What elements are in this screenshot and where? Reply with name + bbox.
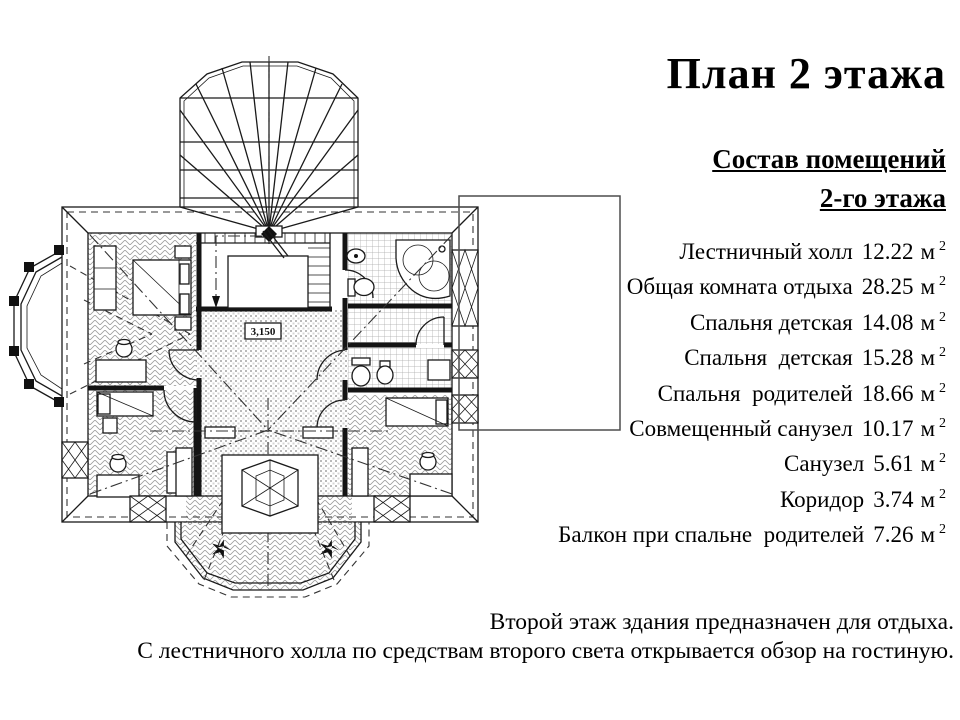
stair-direction-arrow bbox=[212, 296, 220, 308]
room-area: 28.25 bbox=[861, 274, 914, 300]
window-symbol bbox=[451, 394, 479, 424]
area-superscript: 2 bbox=[939, 274, 946, 290]
room-area: 10.17 bbox=[861, 416, 914, 442]
interior-walls bbox=[88, 233, 452, 496]
area-superscript: 2 bbox=[939, 345, 946, 361]
shelf bbox=[204, 426, 236, 439]
description-text: Второй этаж здания предназначен для отды… bbox=[9, 608, 954, 665]
area-unit: м bbox=[920, 274, 935, 300]
description-line2: С лестничного холла по средствам второго… bbox=[137, 637, 954, 664]
rooms-heading-line1: Состав помещений bbox=[712, 144, 946, 174]
area-unit: м bbox=[920, 522, 935, 548]
window-symbol bbox=[373, 495, 411, 523]
room-name: Коридор bbox=[779, 486, 865, 512]
room-area: 12.22 bbox=[861, 239, 914, 264]
room-area: 5.61 bbox=[873, 451, 914, 477]
room-name: Спальня детская bbox=[689, 309, 853, 335]
pier bbox=[175, 447, 193, 497]
room-name: Общая комната отдыха bbox=[626, 274, 853, 300]
area-superscript: 2 bbox=[939, 309, 946, 325]
empty-frame bbox=[458, 195, 621, 431]
window-symbol bbox=[129, 495, 167, 523]
room-name: Балкон при спальне родителей bbox=[558, 522, 865, 548]
room-area: 7.26 bbox=[873, 522, 914, 548]
skylight-void bbox=[221, 454, 319, 534]
pier bbox=[351, 447, 369, 497]
area-unit: м bbox=[920, 345, 935, 371]
level-mark: 3,150 bbox=[244, 322, 282, 340]
room-area: 15.28 bbox=[861, 345, 914, 371]
area-superscript: 2 bbox=[939, 486, 946, 502]
level-mark-label: 3,150 bbox=[251, 326, 276, 338]
area-unit: м bbox=[920, 380, 935, 406]
room-name: Санузел bbox=[784, 451, 865, 477]
furniture-parents-bedroom bbox=[93, 245, 192, 383]
description-line1: Второй этаж здания предназначен для отды… bbox=[489, 609, 954, 635]
rooms-heading-line2: 2-го этажа bbox=[819, 183, 946, 213]
roof-projection-lines bbox=[89, 234, 453, 495]
windows bbox=[61, 248, 479, 523]
area-unit: м bbox=[920, 309, 935, 335]
window-symbol bbox=[61, 441, 89, 479]
combined-bathroom bbox=[346, 239, 451, 300]
area-unit: м bbox=[920, 239, 935, 264]
plant-star bbox=[320, 539, 340, 559]
area-unit: м bbox=[920, 416, 935, 442]
page-title: План 2 этажа bbox=[666, 49, 946, 98]
area-superscript: 2 bbox=[939, 416, 946, 432]
area-unit: м bbox=[920, 486, 935, 512]
area-superscript: 2 bbox=[939, 239, 946, 254]
stair-void bbox=[227, 255, 309, 309]
room-name: Совмещенный санузел bbox=[629, 416, 853, 442]
floor-plan-drawing: 3,150 bbox=[9, 56, 621, 598]
room-name: Спальня детская bbox=[684, 345, 853, 371]
furniture-child-bedroom-right bbox=[385, 397, 453, 497]
wc-room bbox=[351, 357, 451, 387]
area-superscript: 2 bbox=[939, 451, 946, 467]
area-superscript: 2 bbox=[939, 380, 946, 396]
room-area: 3.74 bbox=[873, 486, 914, 512]
staircase bbox=[196, 228, 331, 309]
window-symbol bbox=[451, 349, 479, 379]
room-area: 14.08 bbox=[861, 309, 914, 335]
room-name: Лестничный холл bbox=[679, 239, 853, 264]
rooms-heading: Состав помещений 2-го этажа bbox=[712, 140, 946, 218]
room-name: Спальня родителей bbox=[657, 380, 853, 406]
window-symbol bbox=[451, 248, 479, 328]
area-superscript: 2 bbox=[939, 522, 946, 538]
room-area: 18.66 bbox=[861, 380, 914, 406]
fan-bay-roof bbox=[179, 56, 359, 244]
area-unit: м bbox=[920, 451, 935, 477]
shelf bbox=[302, 426, 334, 439]
plant-star bbox=[212, 539, 232, 559]
